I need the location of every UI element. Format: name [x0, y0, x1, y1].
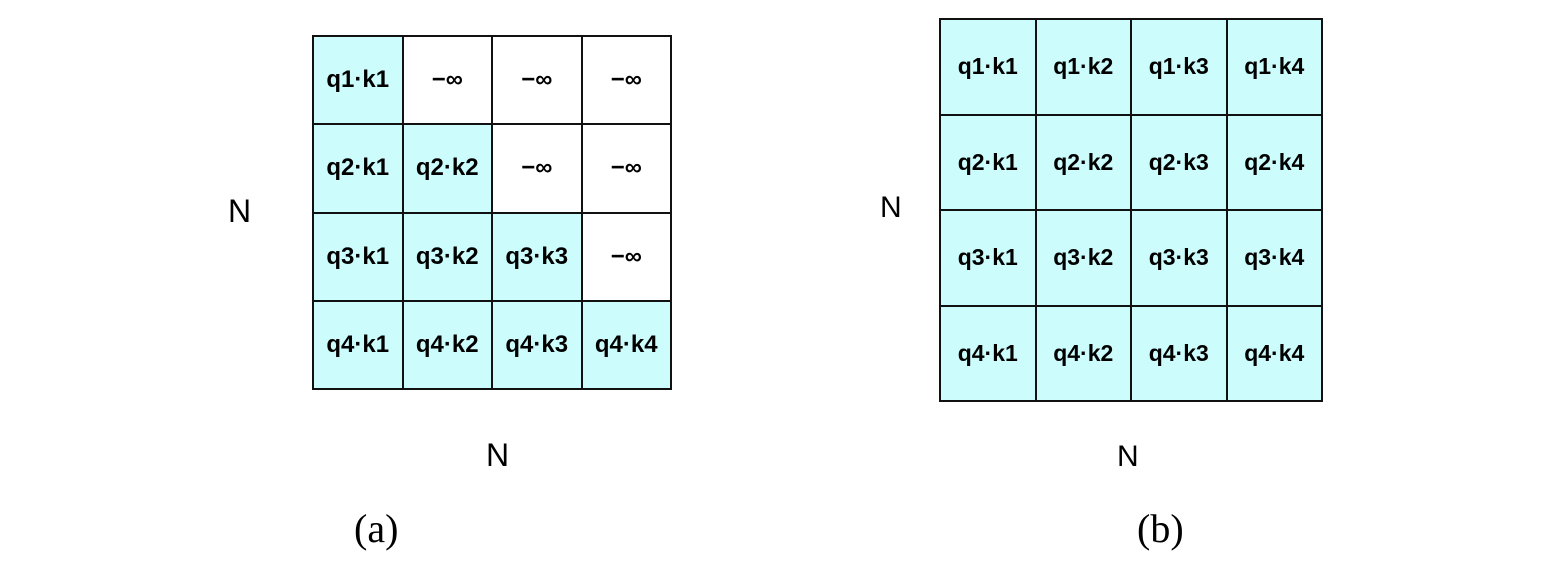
panel-b-col-label: N [1117, 440, 1139, 473]
attention-score-cell: q1·k4 [1226, 19, 1322, 115]
masked-cell: −∞ [581, 124, 671, 213]
panel-b-caption: (b) [1137, 506, 1184, 551]
attention-score-cell: q2·k1 [940, 114, 1036, 210]
attention-score-cell: q4·k1 [313, 300, 403, 389]
attention-score-cell: q4·k3 [1131, 305, 1227, 401]
attention-score-cell: q4·k2 [1035, 305, 1131, 401]
attention-score-cell: q4·k2 [402, 300, 492, 389]
panel-a-row-label: N [228, 193, 252, 229]
attention-score-cell: q1·k1 [313, 36, 403, 125]
attention-score-cell: q3·k2 [402, 212, 492, 301]
attention-score-cell: q4·k4 [581, 300, 671, 389]
attention-score-cell: q3·k1 [940, 210, 1036, 306]
panel-a-col-label: N [486, 437, 510, 473]
attention-score-cell: q3·k4 [1226, 210, 1322, 306]
attention-score-cell: q3·k2 [1035, 210, 1131, 306]
masked-cell: −∞ [492, 36, 582, 125]
masked-cell: −∞ [581, 212, 671, 301]
attention-score-cell: q3·k3 [492, 212, 582, 301]
attention-score-cell: q1·k2 [1035, 19, 1131, 115]
masked-cell: −∞ [581, 36, 671, 125]
panel-a-caption: (a) [354, 506, 399, 551]
attention-score-cell: q4·k1 [940, 305, 1036, 401]
attention-score-cell: q2·k2 [402, 124, 492, 213]
attention-score-cell: q2·k4 [1226, 114, 1322, 210]
attention-score-cell: q2·k1 [313, 124, 403, 213]
attention-score-cell: q3·k1 [313, 212, 403, 301]
attention-score-cell: q2·k2 [1035, 114, 1131, 210]
attention-score-cell: q4·k4 [1226, 305, 1322, 401]
masked-cell: −∞ [492, 124, 582, 213]
attention-score-cell: q2·k3 [1131, 114, 1227, 210]
panel-b-row-label: N [880, 191, 902, 224]
attention-score-cell: q3·k3 [1131, 210, 1227, 306]
attention-score-cell: q4·k3 [492, 300, 582, 389]
attention-score-cell: q1·k3 [1131, 19, 1227, 115]
masked-cell: −∞ [402, 36, 492, 125]
attention-score-cell: q1·k1 [940, 19, 1036, 115]
